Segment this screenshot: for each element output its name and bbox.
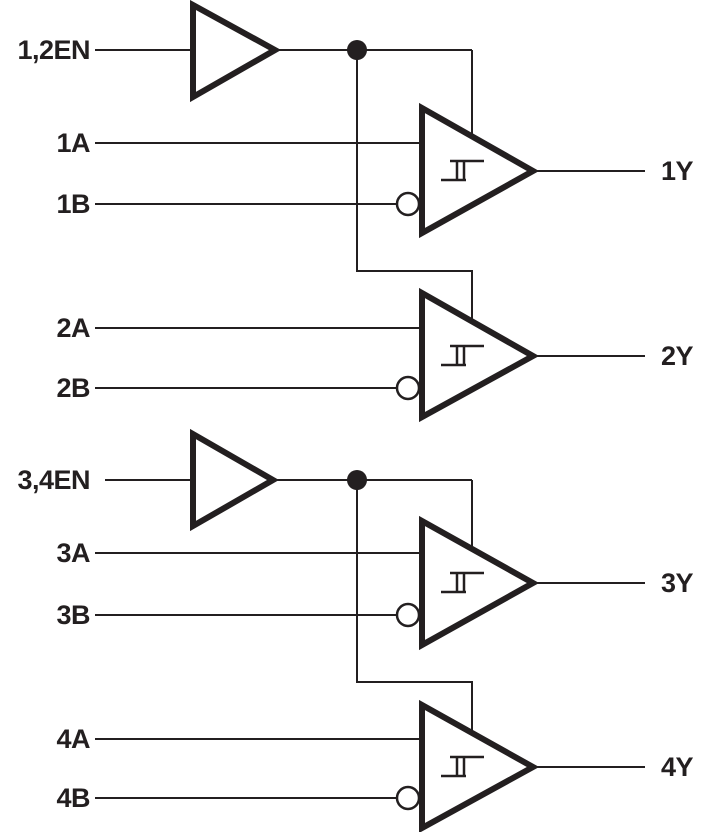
gate-triangle-icon-4 bbox=[419, 699, 540, 832]
label-3y: 3Y bbox=[661, 568, 694, 598]
gate-triangle-icon-1 bbox=[419, 102, 540, 239]
label-1y: 1Y bbox=[661, 156, 694, 186]
label-3b: 3B bbox=[56, 600, 90, 630]
gate-triangle-icon-2 bbox=[419, 287, 540, 423]
inverting-bubble-icon-4b bbox=[395, 785, 421, 811]
gate-triangle-icon-3 bbox=[419, 515, 540, 651]
wire-en12-to-gate2 bbox=[356, 50, 473, 322]
label-2y: 2Y bbox=[661, 341, 694, 371]
label-4b: 4B bbox=[56, 783, 90, 813]
label-en34: 3,4EN bbox=[17, 465, 90, 495]
label-1b: 1B bbox=[56, 189, 90, 219]
buffer-triangle-icon-en12 bbox=[190, 0, 282, 103]
hysteresis-icon-3 bbox=[441, 571, 484, 594]
label-2b: 2B bbox=[56, 373, 90, 403]
inverting-bubble-icon-2b bbox=[395, 375, 421, 401]
hysteresis-icon-4 bbox=[441, 755, 484, 778]
inverting-bubble-icon-3b bbox=[395, 602, 421, 628]
wire-en34-to-gate4 bbox=[356, 480, 473, 732]
label-4a: 4A bbox=[56, 724, 90, 754]
label-2a: 2A bbox=[56, 313, 90, 343]
hysteresis-icon-2 bbox=[441, 344, 484, 367]
label-en12: 1,2EN bbox=[17, 35, 90, 65]
inverting-bubble-icon-1b bbox=[395, 191, 421, 217]
buffer-triangle-icon-en34 bbox=[190, 428, 280, 532]
label-4y: 4Y bbox=[661, 752, 694, 782]
hysteresis-icon-1 bbox=[441, 159, 484, 182]
label-3a: 3A bbox=[56, 538, 90, 568]
label-1a: 1A bbox=[56, 128, 90, 158]
